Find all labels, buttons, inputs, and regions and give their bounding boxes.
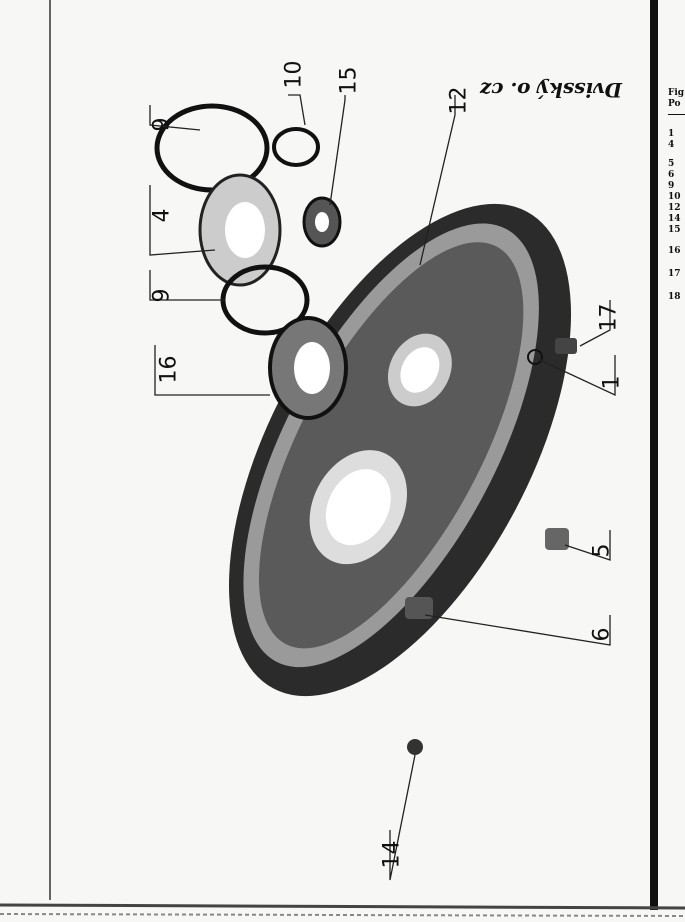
plug-5 [545, 528, 569, 550]
plug-14 [407, 739, 423, 755]
callout-17: 17 [596, 303, 622, 332]
screw-17 [555, 338, 577, 354]
callout-9-top: 9 [149, 117, 175, 132]
callout-16: 16 [156, 355, 182, 384]
callout-4: 4 [149, 208, 175, 223]
circlip-10 [272, 127, 320, 167]
handwritten-note: Dvisský o. cz [480, 78, 622, 102]
callout-10: 10 [281, 60, 307, 89]
legend-item: 5 [668, 159, 675, 169]
parts-legend: Fig. Po 1 4 5 6 9 10 12 14 15 16 17 18 [668, 88, 685, 303]
legend-item: 17 [668, 269, 681, 279]
legend-item: 12 [668, 203, 681, 213]
legend-item: 6 [668, 170, 675, 180]
legend-item: 1 [668, 129, 675, 139]
legend-item: 18 [668, 292, 681, 302]
callout-1: 1 [599, 375, 625, 390]
legend-item: 16 [668, 246, 681, 256]
bottom-border [0, 903, 685, 910]
crankcase-housing [228, 203, 572, 697]
legend-header-pos: Po [668, 99, 681, 109]
leader-lines [149, 94, 616, 881]
callout-5: 5 [589, 543, 615, 558]
callout-12: 12 [446, 86, 472, 115]
callout-6: 6 [589, 627, 615, 642]
callout-14: 14 [379, 840, 405, 869]
legend-item: 4 [668, 140, 675, 150]
legend-item: 15 [668, 225, 681, 235]
callout-15: 15 [336, 66, 362, 95]
legend-item: 10 [668, 192, 681, 202]
legend-item: 9 [668, 181, 675, 191]
right-border [650, 0, 658, 910]
stud-6 [405, 597, 433, 619]
washer-1 [527, 349, 543, 365]
legend-header-fig: Fig. [668, 88, 685, 98]
legend-item: 14 [668, 214, 681, 224]
callout-9-mid: 9 [149, 288, 175, 303]
